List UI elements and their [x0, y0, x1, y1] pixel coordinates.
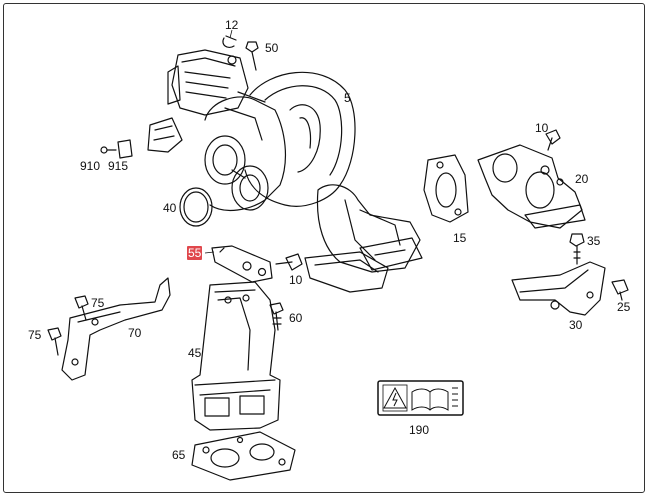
- callout-10-lower[interactable]: 10: [289, 273, 303, 287]
- callout-65[interactable]: 65: [172, 448, 186, 462]
- callout-50[interactable]: 50: [265, 41, 279, 55]
- warning-label-190-part[interactable]: [377, 380, 464, 416]
- bolt-10-upper-part[interactable]: [545, 129, 561, 151]
- callout-12[interactable]: 12: [225, 18, 239, 32]
- callout-75-left[interactable]: 75: [28, 328, 42, 342]
- callout-60[interactable]: 60: [289, 311, 303, 325]
- oring-40-part[interactable]: [179, 187, 213, 227]
- callout-45[interactable]: 45: [188, 346, 202, 360]
- bolt-75-upper-part[interactable]: [74, 295, 89, 321]
- callout-915[interactable]: 915: [108, 159, 129, 173]
- callout-75-upper[interactable]: 75: [91, 296, 105, 310]
- gasket-55-part[interactable]: [211, 245, 273, 283]
- heat-shield-part[interactable]: [304, 251, 389, 293]
- gasket-65-part[interactable]: [191, 431, 296, 481]
- bracket-70-part[interactable]: [61, 277, 171, 381]
- callout-190[interactable]: 190: [409, 423, 430, 437]
- turbocharger-part[interactable]: [117, 49, 423, 273]
- callout-30[interactable]: 30: [569, 318, 583, 332]
- gasket-15-part[interactable]: [423, 154, 469, 223]
- bolt-50-part[interactable]: [245, 41, 259, 71]
- circlip-part[interactable]: [222, 35, 237, 49]
- callout-5[interactable]: 5: [344, 91, 351, 105]
- fitting-910-part[interactable]: [100, 146, 117, 154]
- callout-15[interactable]: 15: [453, 231, 467, 245]
- callout-20[interactable]: 20: [575, 172, 589, 186]
- bolt-35-part[interactable]: [569, 233, 585, 265]
- bolt-60-part[interactable]: [269, 302, 284, 331]
- leader-lines: [204, 29, 233, 254]
- diagram-border: [3, 3, 645, 493]
- exhaust-elbow-20-part[interactable]: [477, 144, 586, 229]
- callout-40[interactable]: 40: [163, 201, 177, 215]
- callout-25[interactable]: 25: [617, 300, 631, 314]
- callout-35[interactable]: 35: [587, 234, 601, 248]
- bolt-75-left-part[interactable]: [47, 327, 62, 356]
- support-45-part[interactable]: [191, 281, 281, 431]
- callout-910[interactable]: 910: [80, 159, 101, 173]
- bolt-25-part[interactable]: [611, 279, 629, 301]
- callout-70[interactable]: 70: [128, 326, 142, 340]
- bolt-10-lower-part[interactable]: [275, 253, 303, 271]
- callout-10-upper[interactable]: 10: [535, 121, 549, 135]
- callout-55-highlighted[interactable]: 55: [187, 246, 203, 260]
- bracket-30-part[interactable]: [511, 261, 606, 316]
